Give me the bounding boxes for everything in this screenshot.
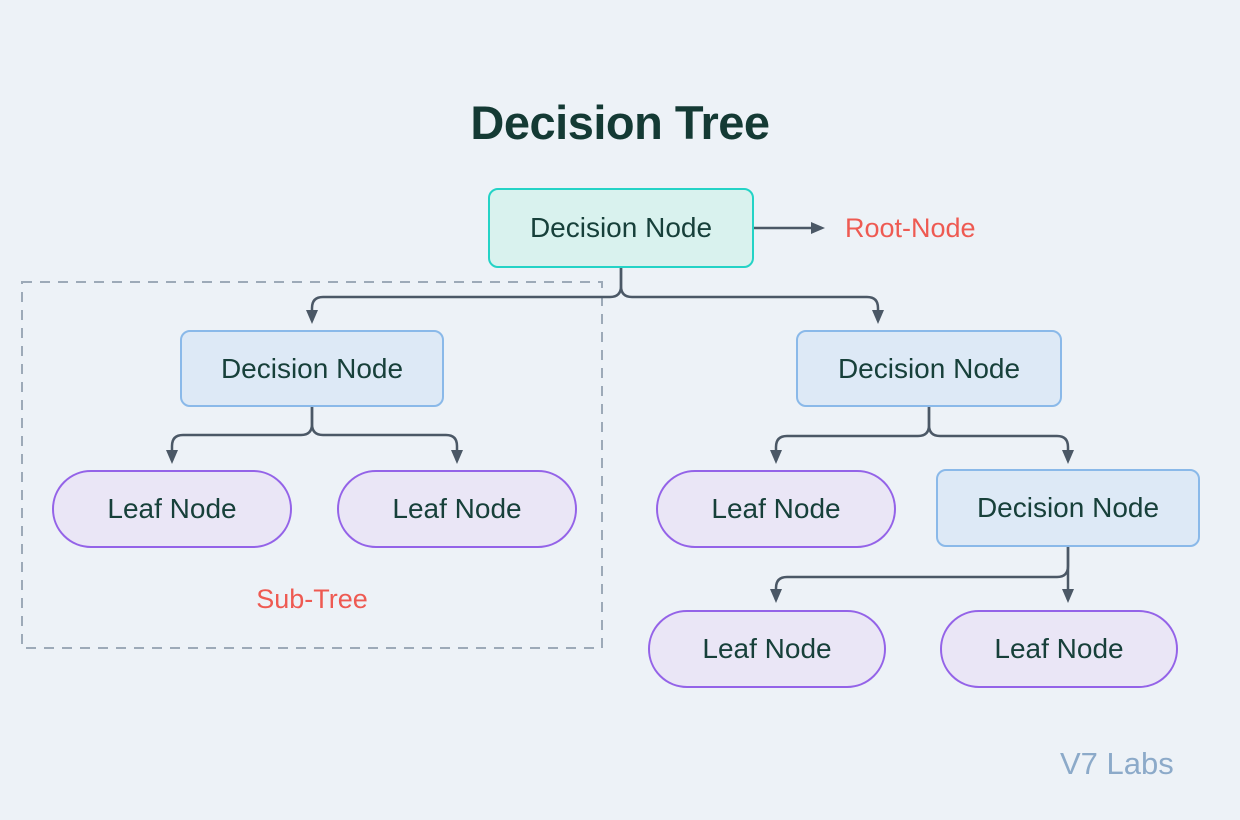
- node-label: Leaf Node: [994, 633, 1124, 664]
- edge-left-decision-to-leaf-1: [166, 407, 314, 464]
- node-label: Leaf Node: [392, 493, 522, 524]
- root-decision-node: Decision Node: [488, 188, 754, 268]
- edge-right-decision-to-l3-decision: [927, 407, 1074, 464]
- decision-node-level-3: Decision Node: [936, 469, 1200, 547]
- leaf-node-right-branch: Leaf Node: [656, 470, 896, 548]
- edge-right-decision-to-leaf: [770, 407, 931, 464]
- node-label: Decision Node: [220, 352, 404, 384]
- node-label: Decision Node: [529, 212, 713, 243]
- root-node-annotation: Root-Node: [845, 213, 976, 243]
- edge-l3-decision-to-leaf-1: [770, 547, 1070, 603]
- node-label: Leaf Node: [711, 493, 841, 524]
- v7-labs-watermark: V7 Labs: [1060, 746, 1174, 781]
- subtree-annotation: Sub-Tree: [256, 584, 368, 614]
- edge-root-to-right-decision: [619, 268, 884, 324]
- leaf-node-subtree-2: Leaf Node: [337, 470, 577, 548]
- leaf-node-bottom-2: Leaf Node: [940, 610, 1178, 688]
- leaf-node-subtree-1: Leaf Node: [52, 470, 292, 548]
- node-label: Decision Node: [976, 492, 1160, 523]
- node-label: Decision Node: [837, 352, 1021, 384]
- leaf-node-bottom-1: Leaf Node: [648, 610, 886, 688]
- edge-root-to-left-decision: [306, 268, 623, 324]
- tree-edges: [166, 222, 1074, 603]
- node-label: Leaf Node: [702, 633, 832, 664]
- page-title: Decision Tree: [470, 96, 770, 150]
- decision-node-right: Decision Node: [796, 330, 1062, 407]
- edge-left-decision-to-leaf-2: [310, 407, 463, 464]
- node-label: Leaf Node: [107, 493, 237, 524]
- decision-node-left: Decision Node: [180, 330, 444, 407]
